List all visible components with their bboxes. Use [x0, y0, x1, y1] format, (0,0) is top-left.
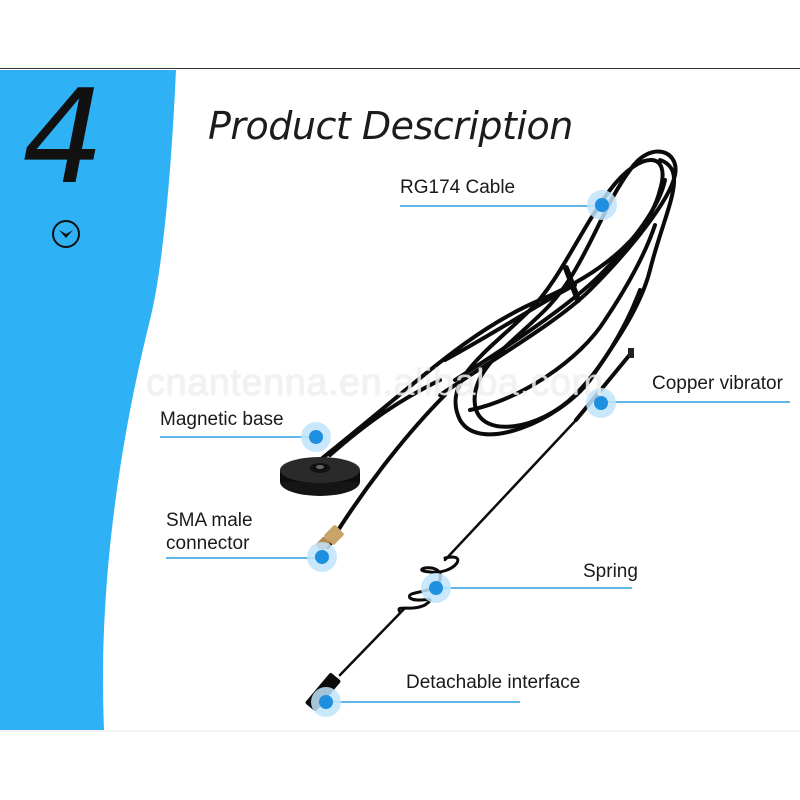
step-number: 4: [22, 61, 105, 213]
label-spring: Spring: [583, 561, 638, 582]
callout-lines: [160, 205, 790, 703]
blue-side-band: [0, 70, 176, 730]
label-magnetic-base: Magnetic base: [160, 409, 284, 430]
callout-dot-sma: [307, 542, 337, 572]
label-connector: connector: [166, 533, 250, 554]
rg174-cable-coil: [318, 149, 678, 537]
callout-dot-copper: [586, 388, 616, 418]
callout-dots: [301, 190, 617, 717]
chevron-down-circle-icon: [52, 220, 80, 248]
label-copper-vibrator: Copper vibrator: [652, 373, 783, 394]
label-sma-male: SMA male: [166, 510, 253, 531]
top-rule: [0, 68, 800, 69]
label-detachable-interface: Detachable interface: [406, 672, 581, 693]
magnetic-base-graphic: [280, 457, 360, 496]
label-rg174-cable: RG174 Cable: [400, 177, 516, 198]
callout-dot-detachable: [311, 687, 341, 717]
callout-dot-magnetic: [301, 422, 331, 452]
callout-dot-spring: [421, 573, 451, 603]
watermark: cnantenna.en.alibaba.com: [146, 362, 604, 404]
callout-dot-cable: [587, 190, 617, 220]
section-heading: Product Description: [208, 104, 573, 148]
